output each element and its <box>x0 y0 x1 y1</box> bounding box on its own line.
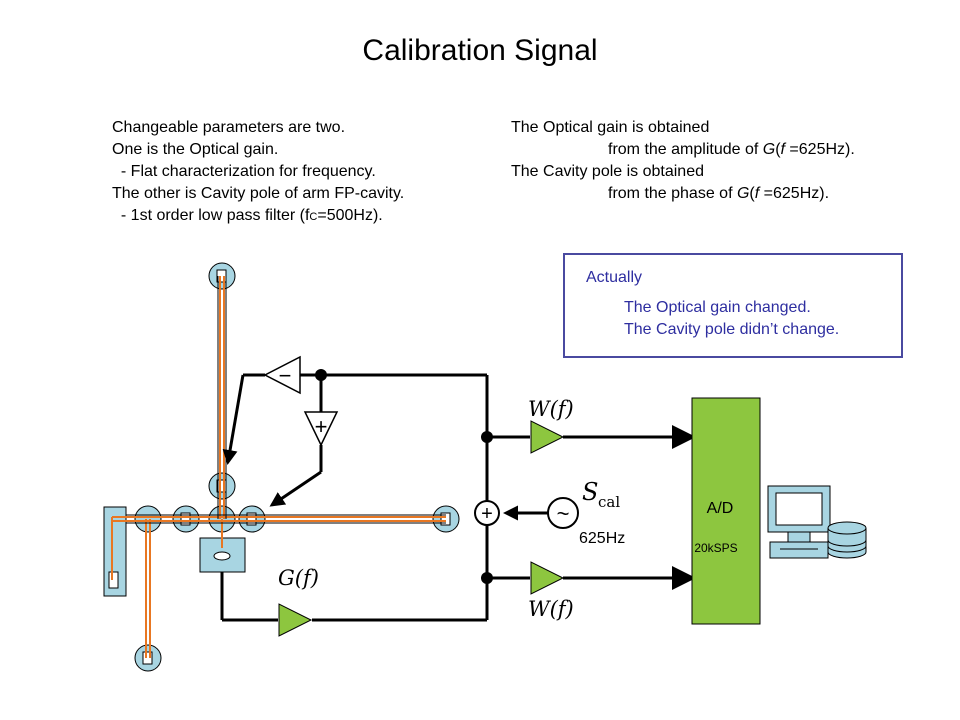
junction-dot-wbottom <box>481 572 493 584</box>
end-mirror-x-inner <box>440 512 451 526</box>
right-text-line-3: The Cavity pole is obtained <box>511 163 704 180</box>
wf-label-bottom: W(f) <box>528 597 574 621</box>
beam-outlines <box>126 276 446 524</box>
left-text-line-1: Changeable parameters are two. <box>112 119 346 136</box>
plus-sign: + <box>315 414 328 439</box>
left-text-line-2: One is the Optical gain. <box>112 141 279 158</box>
right-text-line-2: from the amplitude of G(f =625Hz). <box>608 139 855 161</box>
database-icon <box>827 521 867 559</box>
actually-box: Actually The Optical gain changed. The C… <box>563 253 903 358</box>
input-mirror-x-inner <box>246 512 257 526</box>
ad-rate-label: 20kSPS <box>694 541 737 555</box>
summing-plus: + <box>481 503 493 525</box>
summing-junction <box>474 500 500 526</box>
mode-cleaner <box>134 505 162 533</box>
right-text-line-4-g: G <box>736 185 750 202</box>
calibration-source <box>547 497 579 529</box>
left-text-line-5-b: =500Hz). <box>317 207 383 224</box>
ad-converter <box>691 397 761 625</box>
scal-subscript: cal <box>598 493 620 511</box>
recycling-mirror-inner <box>180 512 191 526</box>
wf-amplifier-bottom <box>530 561 565 595</box>
ad-label: A/D <box>707 500 734 517</box>
plus-amplifier <box>303 411 339 447</box>
computer-icon <box>767 485 867 559</box>
laser-source-port <box>108 571 119 589</box>
left-text-line-3: - Flat characterization for frequency. <box>112 163 376 180</box>
actually-line-1: The Optical gain changed. <box>624 299 811 316</box>
gf-label: G(f) <box>278 566 319 590</box>
right-text-line-2-f: f <box>780 141 785 158</box>
right-text-line-4-b: =625Hz). <box>759 185 830 202</box>
scal-label: S <box>582 478 598 506</box>
right-text-line-2-b: =625Hz). <box>784 141 855 158</box>
pickoff-mirror-inner <box>142 651 153 665</box>
right-text-line-4-a: from the phase of <box>608 185 737 202</box>
left-text-line-5-a: - 1st order low pass filter (f <box>112 207 310 224</box>
right-text-line-4-paren: ( <box>749 185 755 202</box>
junction-dot-wtop <box>481 431 493 443</box>
actually-heading: Actually <box>586 269 643 286</box>
frequency-label: 625Hz <box>579 530 625 547</box>
left-text-line-5-sub: C <box>309 211 318 223</box>
right-text-line-2-paren: ( <box>775 141 781 158</box>
wf-amplifier-top <box>530 420 565 454</box>
laser-beams <box>111 276 446 658</box>
signal-wires <box>220 373 696 622</box>
actually-line-2: The Cavity pole didn’t change. <box>624 321 840 338</box>
right-text-line-4-f: f <box>754 185 760 202</box>
optics <box>134 262 460 672</box>
page-title: Calibration Signal <box>362 34 598 67</box>
junction-dot-top <box>315 369 327 381</box>
source-tilde: ~ <box>557 501 570 526</box>
minus-amplifier <box>263 355 301 395</box>
photodetector-lens <box>213 551 231 561</box>
left-text-line-4: The other is Cavity pole of arm FP-cavit… <box>112 185 405 202</box>
right-text-line-2-g: G <box>762 141 776 158</box>
right-text-line-1: The Optical gain is obtained <box>511 119 710 136</box>
right-text-line-2-a: from the amplitude of <box>608 141 763 158</box>
gf-amplifier <box>278 603 313 637</box>
left-text-line-5: - 1st order low pass filter (fC=500Hz). <box>112 205 383 228</box>
right-text-line-4: from the phase of G(f =625Hz). <box>608 183 829 205</box>
wf-label-top: W(f) <box>528 397 574 421</box>
minus-sign: − <box>279 363 292 388</box>
